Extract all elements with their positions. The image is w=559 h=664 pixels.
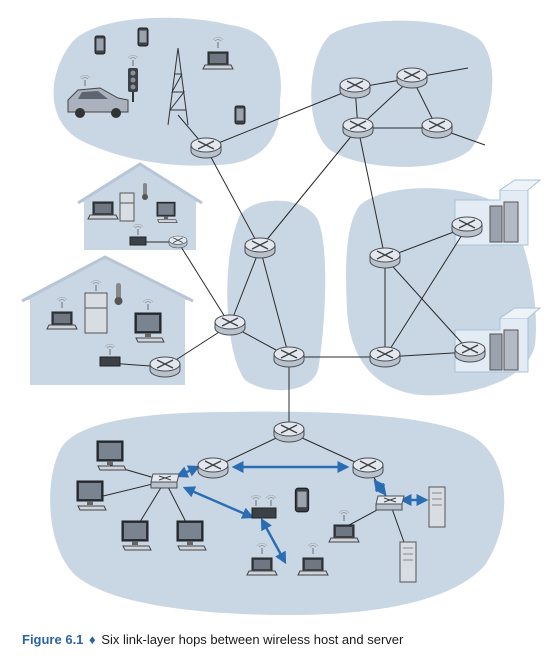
phone-icon bbox=[137, 27, 149, 47]
enterprise-network-cloud bbox=[50, 411, 505, 615]
link-layer-hops bbox=[175, 461, 429, 565]
desktop-icon bbox=[134, 312, 165, 343]
house-icon bbox=[80, 165, 200, 250]
switch-icon bbox=[150, 473, 180, 489]
access-point-icon bbox=[99, 343, 121, 367]
router-icon bbox=[342, 117, 374, 139]
router-icon bbox=[197, 457, 229, 479]
phone-icon bbox=[94, 35, 106, 55]
caption-separator: ♦ bbox=[89, 632, 96, 647]
router-icon bbox=[339, 77, 371, 99]
router-icon bbox=[214, 314, 246, 336]
router-icon bbox=[273, 421, 305, 443]
router-icon bbox=[244, 237, 276, 259]
router-icon bbox=[149, 356, 181, 378]
switches bbox=[99, 223, 405, 519]
router-icon bbox=[168, 235, 188, 249]
router-icon bbox=[454, 341, 486, 363]
desktop-icon bbox=[176, 520, 207, 551]
tower-server-icon bbox=[399, 541, 417, 583]
router-icon bbox=[369, 346, 401, 368]
hop-arrow bbox=[175, 465, 201, 478]
switch-icon bbox=[375, 495, 405, 511]
hop-arrow bbox=[182, 486, 255, 519]
desktop-icon bbox=[121, 520, 152, 551]
figure-label: Figure 6.1 bbox=[22, 632, 84, 647]
thermometer-icon bbox=[142, 183, 148, 200]
laptop-icon bbox=[202, 51, 234, 70]
router-icon bbox=[273, 346, 305, 368]
phone-icon bbox=[294, 487, 310, 513]
desktop-icon bbox=[96, 440, 127, 471]
refrigerator-icon bbox=[119, 192, 135, 222]
router-icon bbox=[190, 137, 222, 159]
traffic-light-icon bbox=[127, 54, 139, 102]
server-rack-icon bbox=[489, 205, 503, 243]
laptop-icon bbox=[46, 311, 78, 330]
router-icon bbox=[421, 117, 453, 139]
router-icon bbox=[396, 67, 428, 89]
phone-icon bbox=[234, 105, 246, 125]
car-icon bbox=[67, 74, 129, 118]
thermometer-icon bbox=[114, 283, 123, 305]
figure-caption: Figure 6.1 ♦ Six link-layer hops between… bbox=[22, 632, 403, 647]
home-network-1 bbox=[77, 162, 203, 250]
hop-arrow bbox=[260, 517, 287, 565]
server-rack-icon bbox=[489, 333, 503, 371]
hop-arrow bbox=[373, 479, 387, 496]
caption-text: Six link-layer hops between wireless hos… bbox=[101, 632, 404, 647]
tower-server-icon bbox=[428, 486, 446, 528]
refrigerator-icon bbox=[84, 279, 108, 334]
laptop-icon bbox=[246, 557, 278, 576]
server-rack-icon bbox=[503, 201, 519, 243]
desktop-icon bbox=[156, 201, 178, 223]
laptop-icon bbox=[328, 524, 360, 543]
global-isp-cloud bbox=[311, 20, 493, 167]
home-1-devices bbox=[87, 183, 178, 223]
cell-tower-icon bbox=[167, 47, 189, 126]
server-rack-icon bbox=[503, 329, 519, 371]
access-point-icon bbox=[250, 494, 277, 519]
router-icon bbox=[451, 216, 483, 238]
access-point-icon bbox=[129, 223, 147, 246]
desktop-icon bbox=[76, 480, 107, 511]
router-icon bbox=[369, 247, 401, 269]
laptop-icon bbox=[87, 201, 119, 220]
router-icon bbox=[352, 457, 384, 479]
laptop-icon bbox=[297, 557, 329, 576]
mobile-devices bbox=[67, 27, 246, 126]
home-2-devices bbox=[46, 279, 165, 343]
